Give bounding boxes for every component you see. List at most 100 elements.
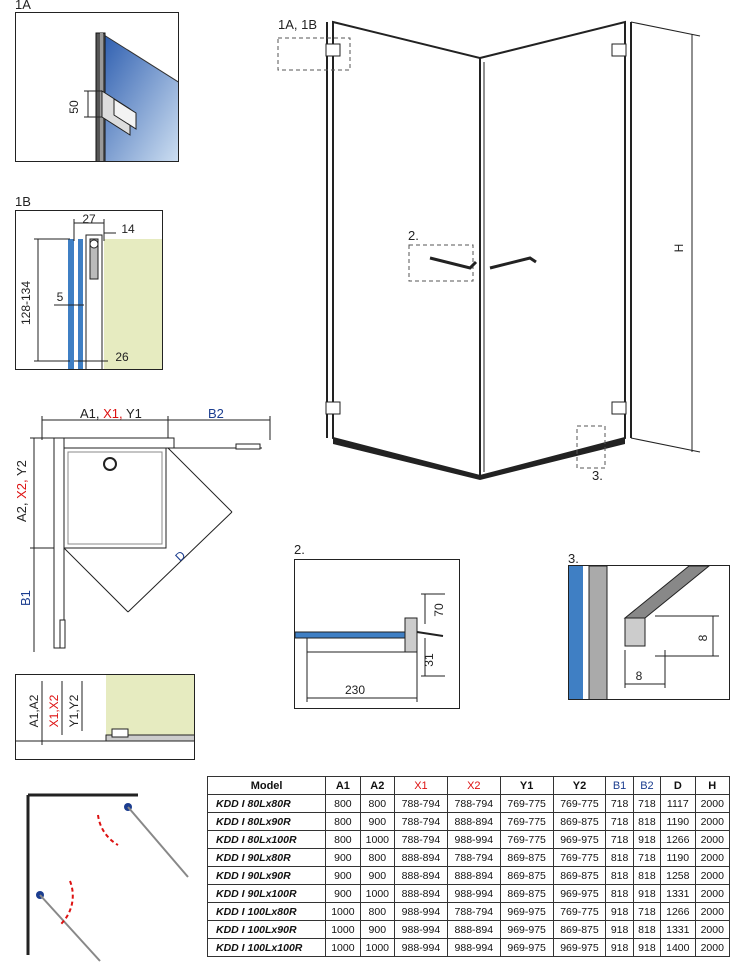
handle-detail-drawing: 70 31 230: [295, 593, 446, 702]
value-cell: 900: [325, 848, 361, 867]
detail-1a-label: 1A: [15, 0, 31, 12]
value-cell: 988-994: [394, 920, 448, 939]
value-cell: 969-975: [552, 830, 607, 849]
detail-2-label: 2.: [294, 542, 305, 557]
value-cell: 718: [605, 830, 634, 849]
dim-230: 230: [345, 683, 365, 697]
value-cell: 1331: [660, 920, 696, 939]
value-cell: 869-875: [552, 866, 607, 885]
value-cell: 788-794: [446, 848, 501, 867]
value-cell: 888-894: [394, 884, 448, 903]
label-y1-y2: Y1,Y2: [67, 694, 81, 727]
value-cell: 1000: [325, 920, 361, 939]
wall-section-drawing: A1,A2 X1,X2 Y1,Y2: [16, 675, 194, 745]
value-cell: 918: [632, 884, 662, 903]
value-cell: 718: [605, 794, 634, 813]
model-cell: KDD I 80Lx80R: [206, 794, 327, 813]
header-h: H: [694, 776, 731, 795]
value-cell: 969-975: [499, 938, 554, 957]
label-a1-a2: A1,A2: [27, 694, 41, 727]
seal-detail-drawing: 8 8: [569, 566, 719, 699]
value-cell: 818: [632, 812, 662, 831]
value-cell: 888-894: [446, 866, 501, 885]
label-d: D: [172, 548, 188, 564]
header-y1: Y1: [499, 776, 554, 795]
value-cell: 900: [325, 866, 361, 885]
value-cell: 988-994: [446, 938, 501, 957]
dim-70: 70: [432, 603, 446, 617]
value-cell: 1000: [325, 938, 361, 957]
value-cell: 800: [359, 902, 396, 921]
value-cell: 1000: [359, 884, 396, 903]
value-cell: 2000: [694, 866, 731, 885]
value-cell: 1331: [660, 884, 696, 903]
value-cell: 1117: [660, 794, 696, 813]
label-x1: X1,: [103, 406, 127, 421]
plan-drawing: D: [30, 416, 271, 652]
value-cell: 988-994: [446, 830, 501, 849]
value-cell: 988-994: [394, 938, 448, 957]
value-cell: 988-994: [446, 884, 501, 903]
value-cell: 800: [359, 794, 396, 813]
model-cell: KDD I 100Lx90R: [206, 920, 327, 939]
model-cell: KDD I 90Lx80R: [206, 848, 327, 867]
value-cell: 918: [632, 938, 662, 957]
value-cell: 2000: [694, 884, 731, 903]
value-cell: 788-794: [394, 830, 448, 849]
label-x1-x2: X1,X2: [47, 694, 61, 727]
value-cell: 2000: [694, 794, 731, 813]
value-cell: 918: [605, 920, 634, 939]
value-cell: 869-875: [499, 866, 554, 885]
value-cell: 788-794: [446, 902, 501, 921]
dim-31: 31: [422, 653, 436, 667]
value-cell: 1266: [660, 830, 696, 849]
ref-1a-1b: 1A, 1B: [278, 17, 318, 32]
value-cell: 969-975: [499, 902, 554, 921]
value-cell: 888-894: [394, 866, 448, 885]
profile-section-drawing: 27 14 128-134 5 26: [19, 212, 162, 369]
detail-3-label: 3.: [568, 551, 579, 566]
value-cell: 718: [632, 902, 662, 921]
value-cell: 788-794: [394, 794, 448, 813]
value-cell: 918: [605, 938, 634, 957]
value-cell: 818: [605, 866, 634, 885]
spec-table: Model A1 A2 X1 X2 Y1 Y2 B1 B2 D H KDD I …: [206, 776, 731, 957]
plan-view: A1, X1, Y1 B2 A2, X2, Y2 B1 D: [0, 400, 280, 660]
plan-top-label: A1, X1, Y1: [80, 406, 142, 421]
value-cell: 969-975: [552, 938, 607, 957]
value-cell: 988-994: [394, 902, 448, 921]
header-b2: B2: [632, 776, 662, 795]
value-cell: 918: [632, 830, 662, 849]
model-cell: KDD I 80Lx90R: [206, 812, 327, 831]
value-cell: 769-775: [499, 794, 554, 813]
value-cell: 2000: [694, 812, 731, 831]
value-cell: 869-875: [552, 920, 607, 939]
dim-8-height: 8: [696, 634, 710, 641]
label-a1: A1,: [80, 406, 104, 421]
header-b1: B1: [605, 776, 634, 795]
value-cell: 888-894: [446, 812, 501, 831]
value-cell: 900: [359, 866, 396, 885]
value-cell: 769-775: [552, 902, 607, 921]
value-cell: 769-775: [552, 794, 607, 813]
dim-5: 5: [57, 290, 64, 304]
dim-14: 14: [121, 222, 135, 236]
value-cell: 1000: [359, 830, 396, 849]
value-cell: 769-775: [552, 848, 607, 867]
hinge-detail-drawing: 50: [67, 32, 178, 161]
value-cell: 818: [605, 848, 634, 867]
wall-section-box: A1,A2 X1,X2 Y1,Y2: [15, 674, 195, 760]
door-swing-diagram: [26, 793, 189, 962]
value-cell: 1266: [660, 902, 696, 921]
ref-2: 2.: [408, 228, 419, 243]
value-cell: 969-975: [499, 920, 554, 939]
value-cell: 2000: [694, 830, 731, 849]
label-y1: Y1: [126, 406, 142, 421]
value-cell: 718: [632, 848, 662, 867]
